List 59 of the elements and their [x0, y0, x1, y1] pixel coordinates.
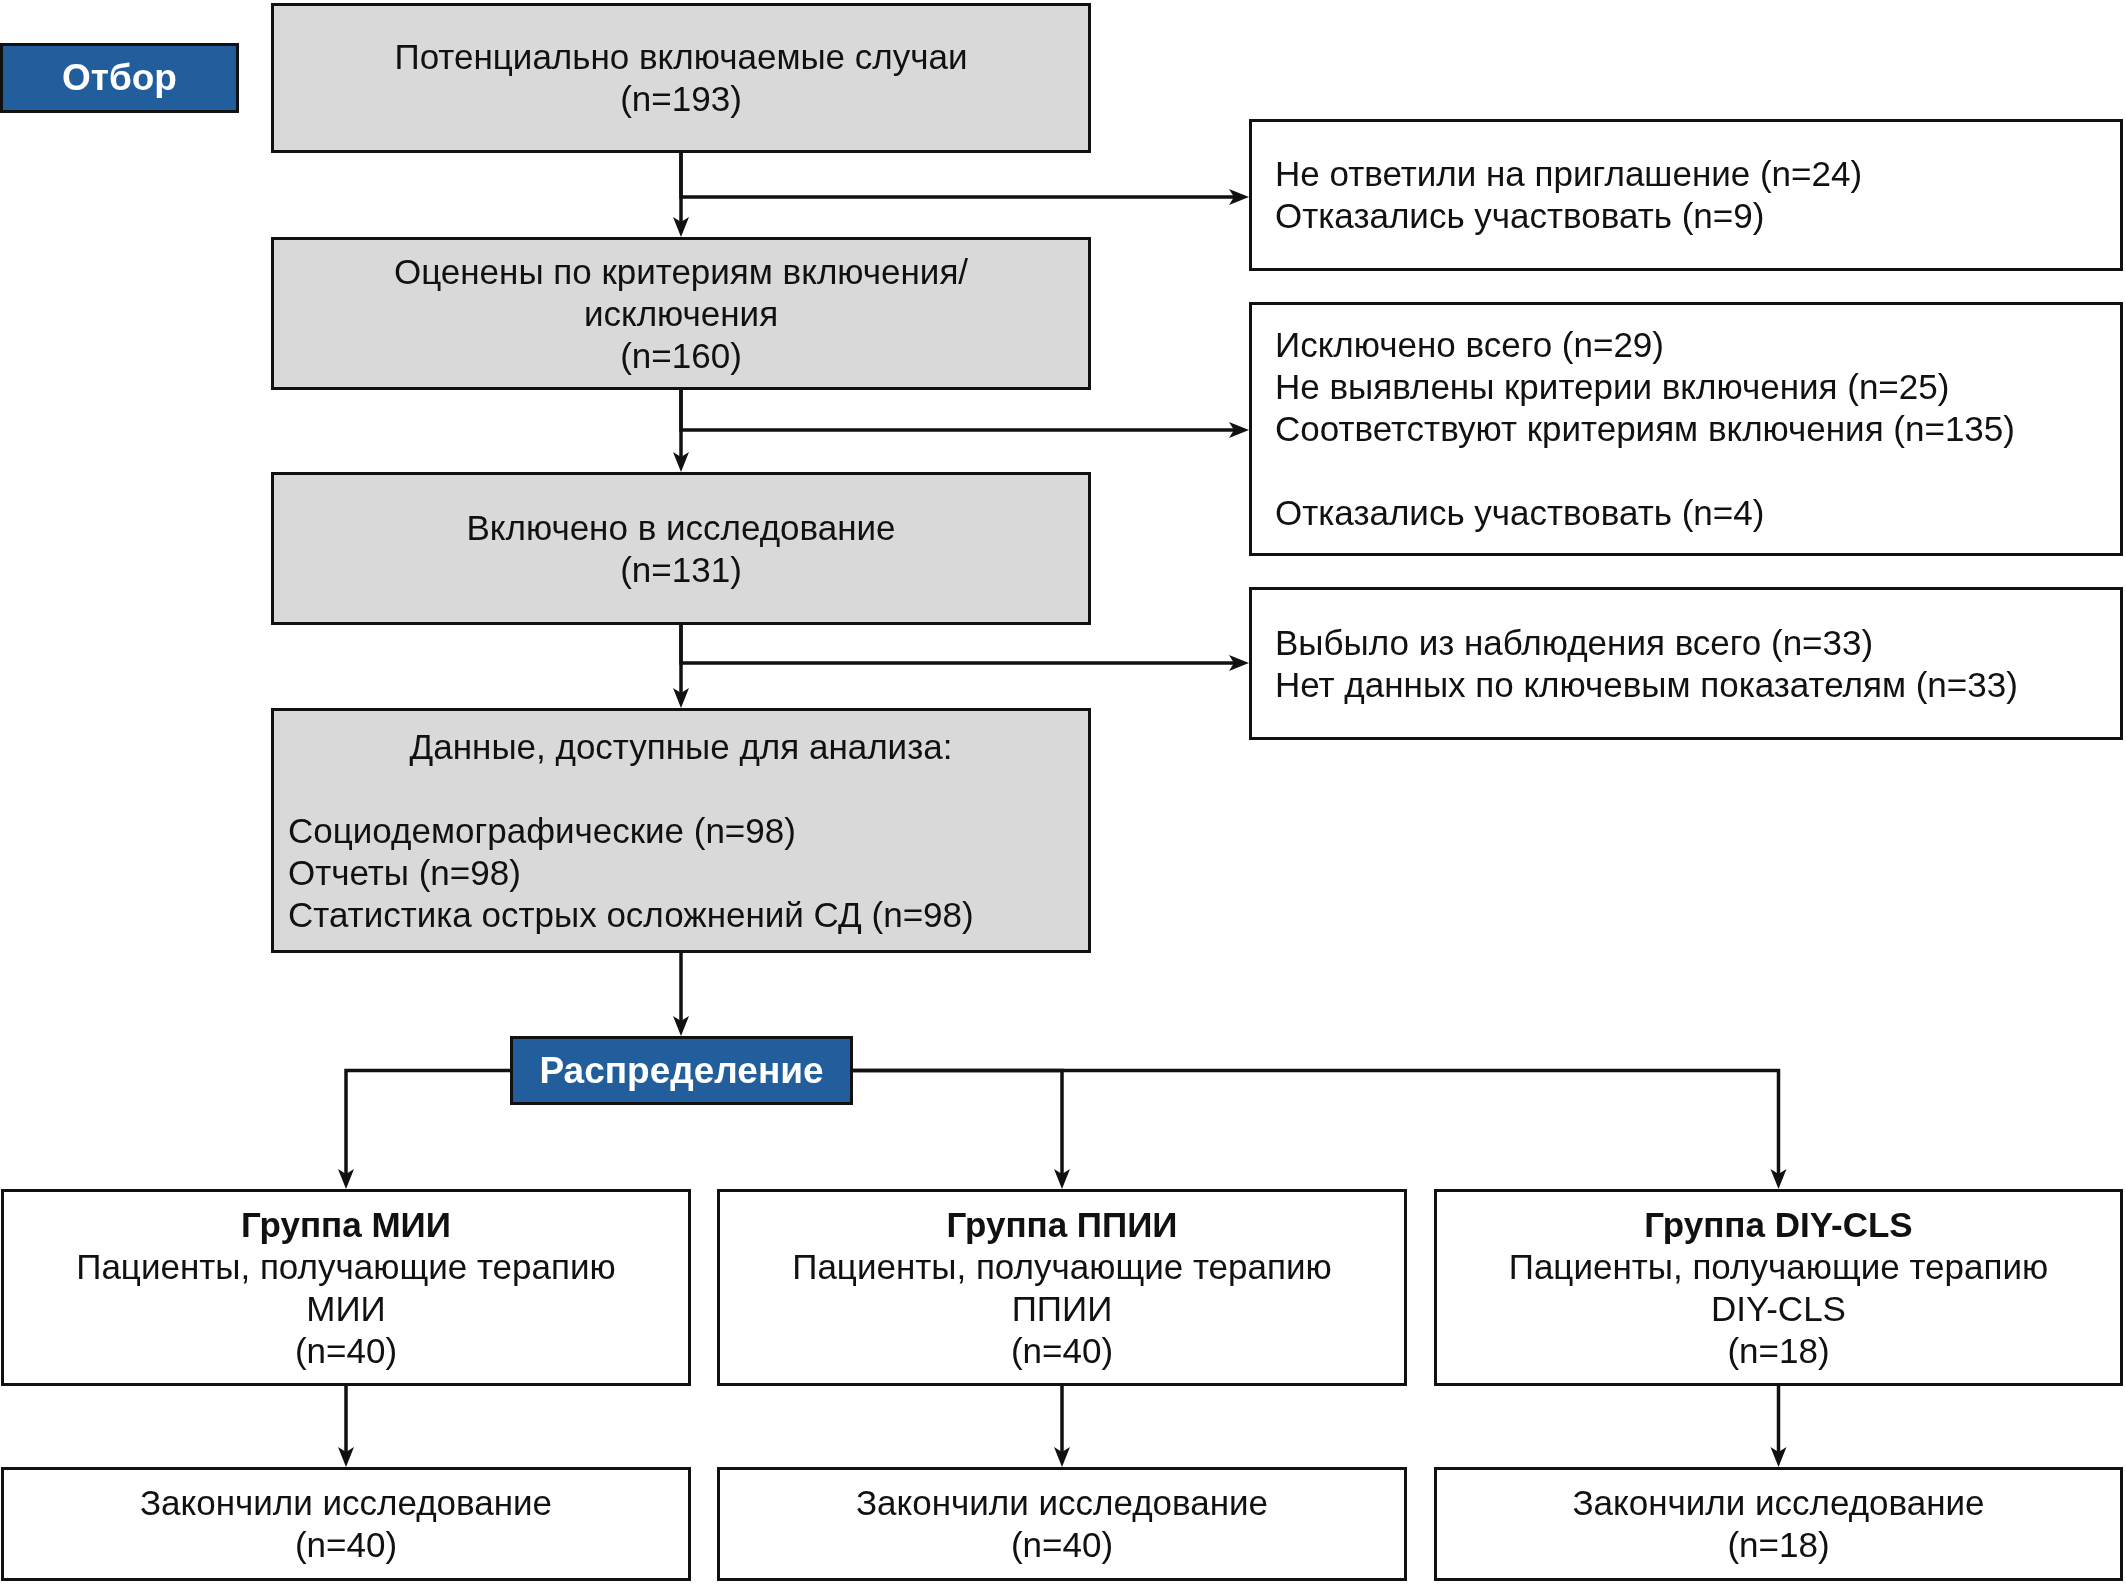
count-text: (n=40): [1010, 1524, 1114, 1566]
arrow: [853, 1068, 1787, 1189]
process-box: [271, 3, 1091, 153]
step-title: Закончили исследование: [855, 1482, 1269, 1524]
arrow: [1770, 1386, 1787, 1467]
stage-label: Отбор: [62, 56, 177, 100]
count-text: (n=193): [620, 78, 742, 120]
group-description: Пациенты, получающие терапию DIY-CLS: [1507, 1245, 2050, 1330]
exclusion-box: [1249, 302, 2123, 556]
outcome-box: [717, 1467, 1407, 1581]
step-title: Закончили исследование: [139, 1482, 553, 1524]
count-text: (n=40): [294, 1329, 398, 1372]
count-text: (n=18): [1727, 1329, 1830, 1372]
group-box: [1, 1189, 691, 1386]
group-description: Пациенты, получающие терапию МИИ: [75, 1245, 617, 1330]
process-box: [271, 237, 1091, 390]
outcome-box: [1434, 1467, 2123, 1581]
step-title: Закончили исследование: [1572, 1482, 1985, 1524]
process-box: [271, 708, 1091, 953]
stage-banner: [510, 1036, 853, 1105]
arrow: [679, 390, 1249, 438]
process-box: [271, 472, 1091, 625]
group-description: Пациенты, получающие терапию ППИИ: [791, 1245, 1333, 1330]
group-box: [1434, 1189, 2123, 1386]
count-text: (n=160): [620, 334, 742, 377]
step-title: Оценены по критериям включения/ исключения: [392, 250, 970, 335]
arrow: [673, 953, 689, 1036]
step-title: Потенциально включаемые случаи: [394, 36, 968, 78]
step-title: Включено в исследование: [466, 506, 896, 549]
stage-label: Распределение: [539, 1048, 824, 1093]
group-box: [717, 1189, 1407, 1386]
note-line: Выбыло из наблюдения всего (n=33): [1275, 621, 1874, 664]
arrow: [338, 1386, 354, 1467]
arrow: [338, 1068, 510, 1189]
count-text: (n=131): [620, 548, 742, 591]
note-line: Отказались участвовать (n=4): [1275, 492, 1765, 534]
arrow: [679, 625, 1249, 671]
exclusion-box: [1249, 587, 2123, 740]
outcome-box: [1, 1467, 691, 1581]
group-title: Группа МИИ: [241, 1203, 451, 1246]
count-text: (n=40): [1010, 1329, 1114, 1372]
count-text: (n=40): [294, 1524, 398, 1566]
note-line: Нет данных по ключевым показателям (n=33): [1275, 663, 2018, 706]
count-text: (n=18): [1727, 1524, 1830, 1566]
data-heading: Данные, доступные для анализа:: [409, 725, 953, 768]
data-item: Социодемографические (n=98): [288, 809, 796, 852]
group-title: Группа DIY-CLS: [1644, 1203, 1913, 1246]
note-line: Соответствуют критериям включения (n=135): [1275, 408, 2015, 450]
note-line: Исключено всего (n=29): [1275, 324, 1664, 366]
note-line: Не ответили на приглашение (n=24): [1275, 153, 1863, 195]
data-item: Отчеты (n=98): [288, 851, 521, 894]
arrow: [679, 153, 1249, 205]
data-item: Статистика острых осложнений СД (n=98): [288, 893, 974, 936]
note-line: Отказались участвовать (n=9): [1275, 195, 1765, 237]
note-line: Не выявлены критерии включения (n=25): [1275, 366, 1950, 408]
arrow: [1054, 1386, 1070, 1467]
group-title: Группа ППИИ: [946, 1203, 1178, 1246]
exclusion-box: [1249, 119, 2123, 271]
stage-banner: [0, 43, 239, 113]
